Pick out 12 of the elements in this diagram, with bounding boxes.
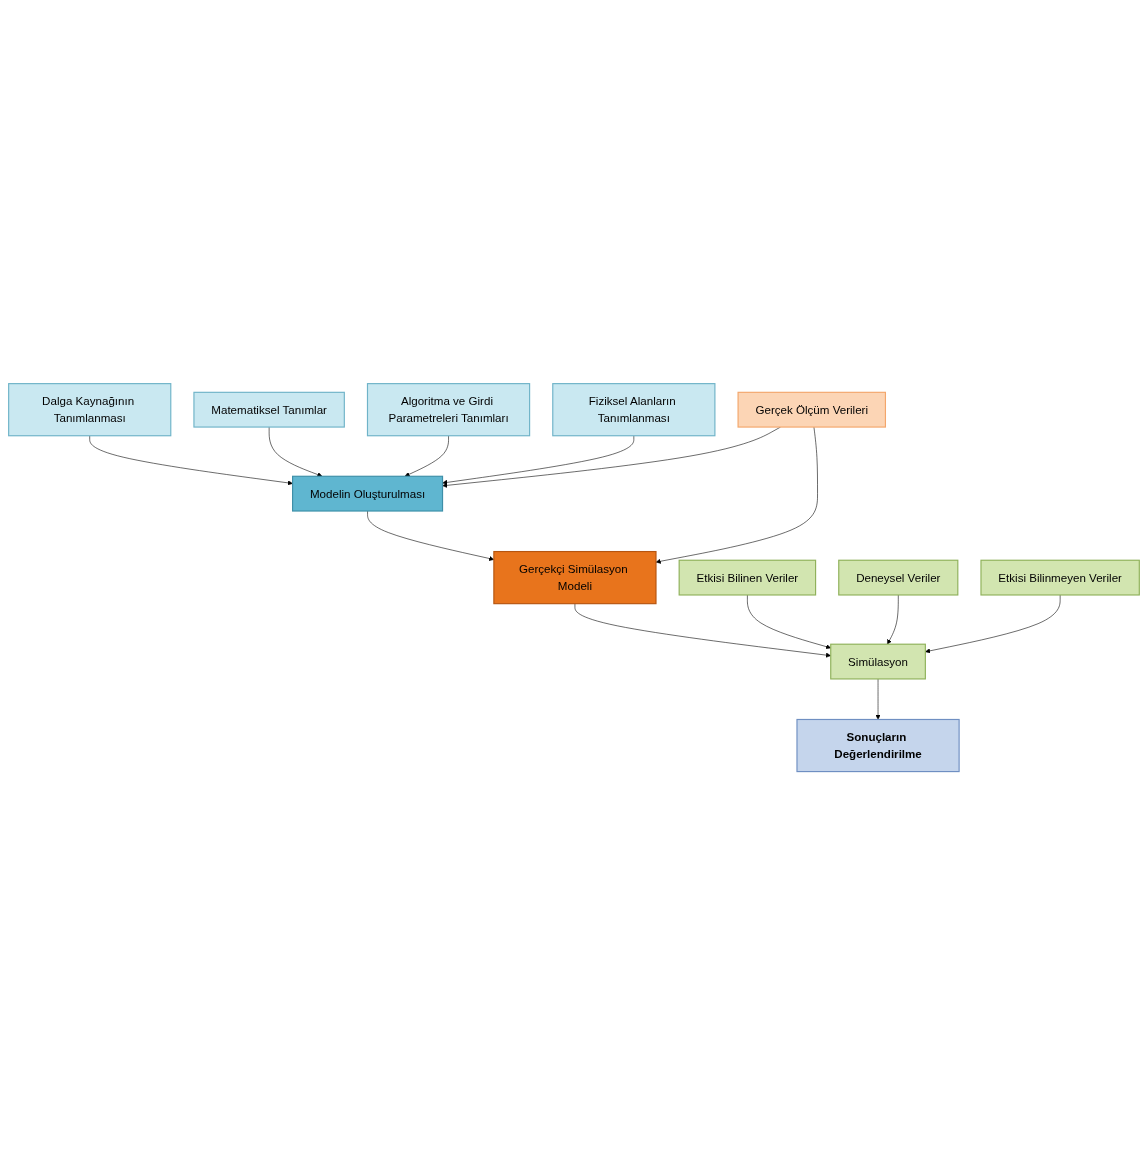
node-box: Dalga Kaynağının Tanımlanması bbox=[8, 383, 172, 437]
node-box: Sonuçların Değerlendirilme bbox=[796, 719, 960, 773]
node-box: Simülasyon bbox=[830, 644, 926, 680]
node-box: Gerçek Ölçüm Verileri bbox=[737, 392, 887, 429]
node-box: Etkisi Bilinen Veriler bbox=[678, 560, 817, 596]
node-box: Matematiksel Tanımlar bbox=[193, 392, 345, 429]
node-box: Algoritma ve Girdi Parametreleri Tanımları bbox=[366, 383, 531, 437]
node-box: Gerçekçi Simülasyon Modeli bbox=[493, 551, 657, 605]
node-box: Etkisi Bilinmeyen Veriler bbox=[980, 560, 1140, 596]
node-box: Fiziksel Alanların Tanımlanması bbox=[552, 383, 716, 437]
node-box: Deneysel Veriler bbox=[838, 560, 959, 596]
node-box: Modelin Oluşturulması bbox=[292, 476, 444, 512]
